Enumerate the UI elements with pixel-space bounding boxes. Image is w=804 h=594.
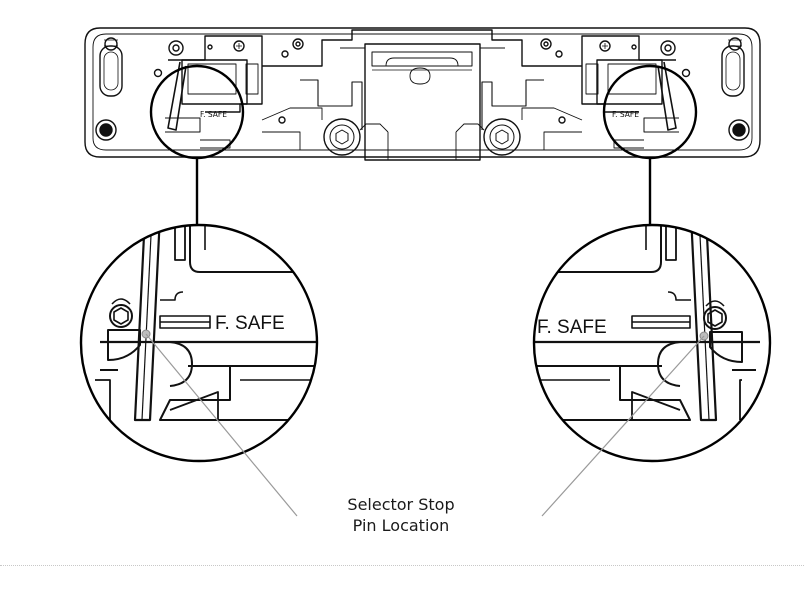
right-top-pin bbox=[728, 37, 742, 51]
left-detail-circle bbox=[79, 223, 319, 463]
left-top-pin bbox=[104, 37, 118, 51]
right-detail-view bbox=[534, 225, 760, 422]
right-leader-line bbox=[541, 335, 705, 517]
trigger-housing bbox=[84, 27, 761, 161]
right-bottom-screw bbox=[728, 119, 750, 141]
right-slot bbox=[721, 45, 745, 97]
housing-outline bbox=[84, 27, 761, 158]
callout-line-1: Selector Stop bbox=[347, 495, 455, 514]
left-leader-line bbox=[145, 333, 298, 517]
housing-right-safe-label: F. SAFE bbox=[612, 110, 639, 119]
footer-divider bbox=[0, 565, 804, 566]
left-hex-washer bbox=[323, 118, 361, 156]
left-bottom-screw bbox=[95, 119, 117, 141]
right-stop-pin bbox=[703, 306, 727, 330]
centre-block bbox=[364, 43, 481, 161]
housing-inner-outline bbox=[92, 33, 753, 151]
callout-line-2: Pin Location bbox=[352, 516, 450, 535]
detail-right-safe-label: F. SAFE bbox=[537, 317, 607, 338]
detail-left-safe-label: F. SAFE bbox=[215, 313, 285, 334]
left-stop-pin bbox=[109, 304, 133, 328]
right-hex-washer bbox=[483, 118, 521, 156]
left-slot bbox=[99, 45, 123, 97]
right-detail-circle bbox=[532, 223, 772, 463]
selector-stop-callout: Selector Stop Pin Location bbox=[318, 494, 484, 536]
housing-left-safe-label: F. SAFE bbox=[200, 110, 227, 119]
